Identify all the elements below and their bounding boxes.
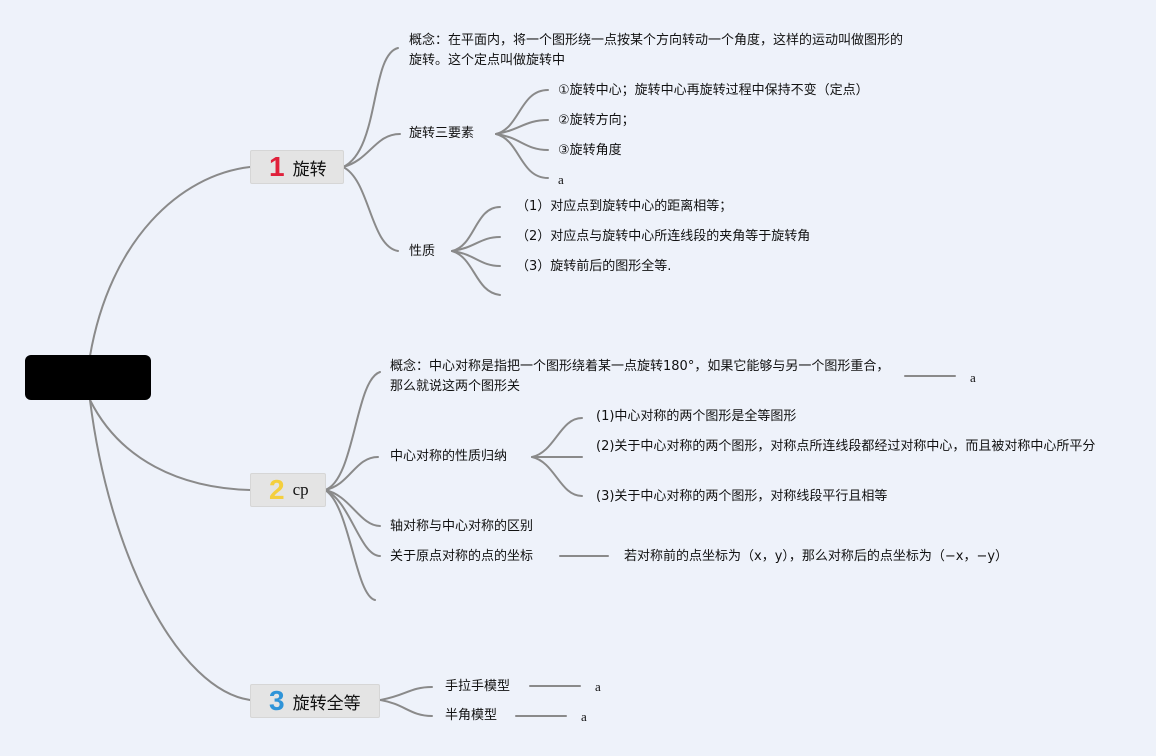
b2-diff: 轴对称与中心对称的区别 — [390, 519, 534, 534]
b1-element-4: a — [558, 172, 564, 187]
b2-prop-3: (3)关于中心对称的两个图形，对称线段平行且相等 — [596, 489, 888, 504]
branch-2-number: 2 — [269, 474, 285, 505]
b2-props-label: 中心对称的性质归纳 — [390, 449, 508, 464]
b2-prop-2: (2)关于中心对称的两个图形，对称点所连线段都经过对称中心，而且被对称中心所平分 — [596, 439, 1096, 454]
root-to-b1-line — [89, 166, 251, 357]
branch-1-node[interactable]: 1 旋转 — [250, 150, 344, 184]
branch-2-node[interactable]: 2 cp — [250, 473, 326, 507]
b2-origin-label: 关于原点对称的点的坐标 — [390, 549, 534, 564]
branch-1-number: 1 — [269, 151, 285, 182]
root-to-b3-line — [89, 399, 251, 701]
b1-element-3: ③旋转角度 — [558, 143, 622, 158]
b2-concept: 概念：中心对称是指把一个图形绕着某一点旋转180°，如果它能够与另一个图形重合，… — [390, 359, 890, 394]
root-node[interactable] — [25, 355, 151, 400]
b2-origin-detail: 若对称前的点坐标为（x，y），那么对称后的点坐标为（−x，−y） — [624, 549, 1009, 564]
b3-item-2-tail: a — [581, 709, 587, 724]
b1-concept: 概念：在平面内，将一个图形绕一点按某个方向转动一个角度，这样的运动叫做图形的旋转… — [409, 33, 904, 68]
branch-3-node[interactable]: 3 旋转全等 — [250, 684, 380, 718]
b1-props-label: 性质 — [409, 244, 436, 259]
b1-element-1: ①旋转中心；旋转中心再旋转过程中保持不变（定点） — [558, 83, 869, 98]
b1-prop-2: （2）对应点与旋转中心所连线段的夹角等于旋转角 — [516, 229, 811, 244]
b2-concept-tail: a — [970, 370, 976, 385]
b1-element-2: ②旋转方向； — [558, 113, 635, 128]
b1-prop-1: （1）对应点到旋转中心的距离相等； — [516, 199, 733, 214]
b1-elements-label: 旋转三要素 — [409, 126, 475, 141]
branch-1-label: 旋转 — [292, 159, 327, 180]
b3-item-1-label: 手拉手模型 — [445, 679, 511, 694]
b3-item-2-label: 半角模型 — [445, 708, 498, 723]
b3-item-1-tail: a — [595, 679, 601, 694]
b2-prop-1: (1)中心对称的两个图形是全等图形 — [596, 409, 797, 424]
b1-prop-3: （3）旋转前后的图形全等. — [516, 259, 672, 274]
branch-2-label: cp — [292, 480, 309, 499]
branch-3-label: 旋转全等 — [292, 693, 361, 714]
root-to-b2-line — [89, 399, 251, 491]
branch-3-number: 3 — [269, 685, 285, 716]
